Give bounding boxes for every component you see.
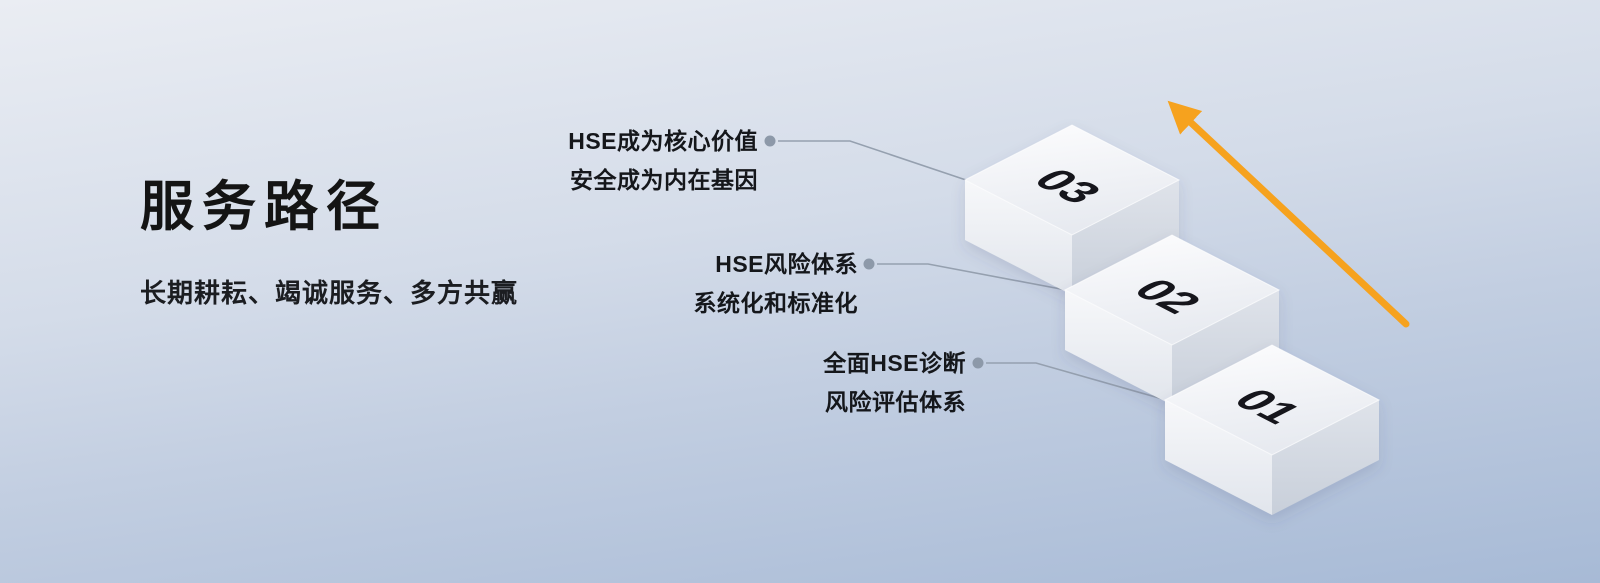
step-02-left-face bbox=[1065, 290, 1172, 405]
step-01-connector-dot-icon bbox=[972, 357, 984, 369]
step-03-left-face bbox=[965, 180, 1072, 295]
growth-arrow-icon bbox=[1167, 100, 1410, 328]
step-02-label-line1: HSE风险体系 bbox=[715, 251, 858, 277]
step-02-block: 02 bbox=[1063, 234, 1281, 405]
step-02-label-line2: 系统化和标准化 bbox=[693, 290, 858, 316]
step-02-connector-line bbox=[877, 263, 1067, 291]
step-01-right-face bbox=[1272, 400, 1379, 515]
step-03-label-line1: HSE成为核心价值 bbox=[568, 128, 758, 154]
connectors bbox=[764, 135, 1167, 401]
title-block: 服务路径 长期耕耘、竭诚服务、多方共赢 bbox=[140, 177, 519, 310]
step-01-top-face bbox=[1163, 344, 1381, 456]
step-03-block: 03 bbox=[963, 124, 1181, 295]
step-02-label: HSE风险体系 系统化和标准化 bbox=[570, 245, 858, 323]
step-03-label: HSE成为核心价值 安全成为内在基因 bbox=[470, 122, 758, 200]
step-03-top-face bbox=[963, 124, 1181, 236]
step-02-connector-dot-icon bbox=[863, 258, 875, 270]
step-01-label: 全面HSE诊断 风险评估体系 bbox=[680, 344, 966, 422]
step-03-connector-dot-icon bbox=[764, 135, 776, 147]
step-02-right-face bbox=[1172, 290, 1279, 405]
step-01-left-face bbox=[1165, 400, 1272, 515]
step-01-connector-line bbox=[986, 362, 1167, 401]
step-01-block: 01 bbox=[1163, 344, 1381, 515]
step-01-label-line2: 风险评估体系 bbox=[825, 389, 966, 415]
step-02-top-face bbox=[1063, 234, 1281, 346]
page-title: 服务路径 bbox=[140, 177, 388, 237]
step-01-label-line1: 全面HSE诊断 bbox=[823, 350, 966, 376]
step-03-label-line2: 安全成为内在基因 bbox=[570, 167, 758, 193]
step-03-connector-line bbox=[778, 140, 967, 181]
step-03-right-face bbox=[1072, 180, 1179, 295]
page-subtitle: 长期耕耘、竭诚服务、多方共赢 bbox=[140, 278, 519, 309]
